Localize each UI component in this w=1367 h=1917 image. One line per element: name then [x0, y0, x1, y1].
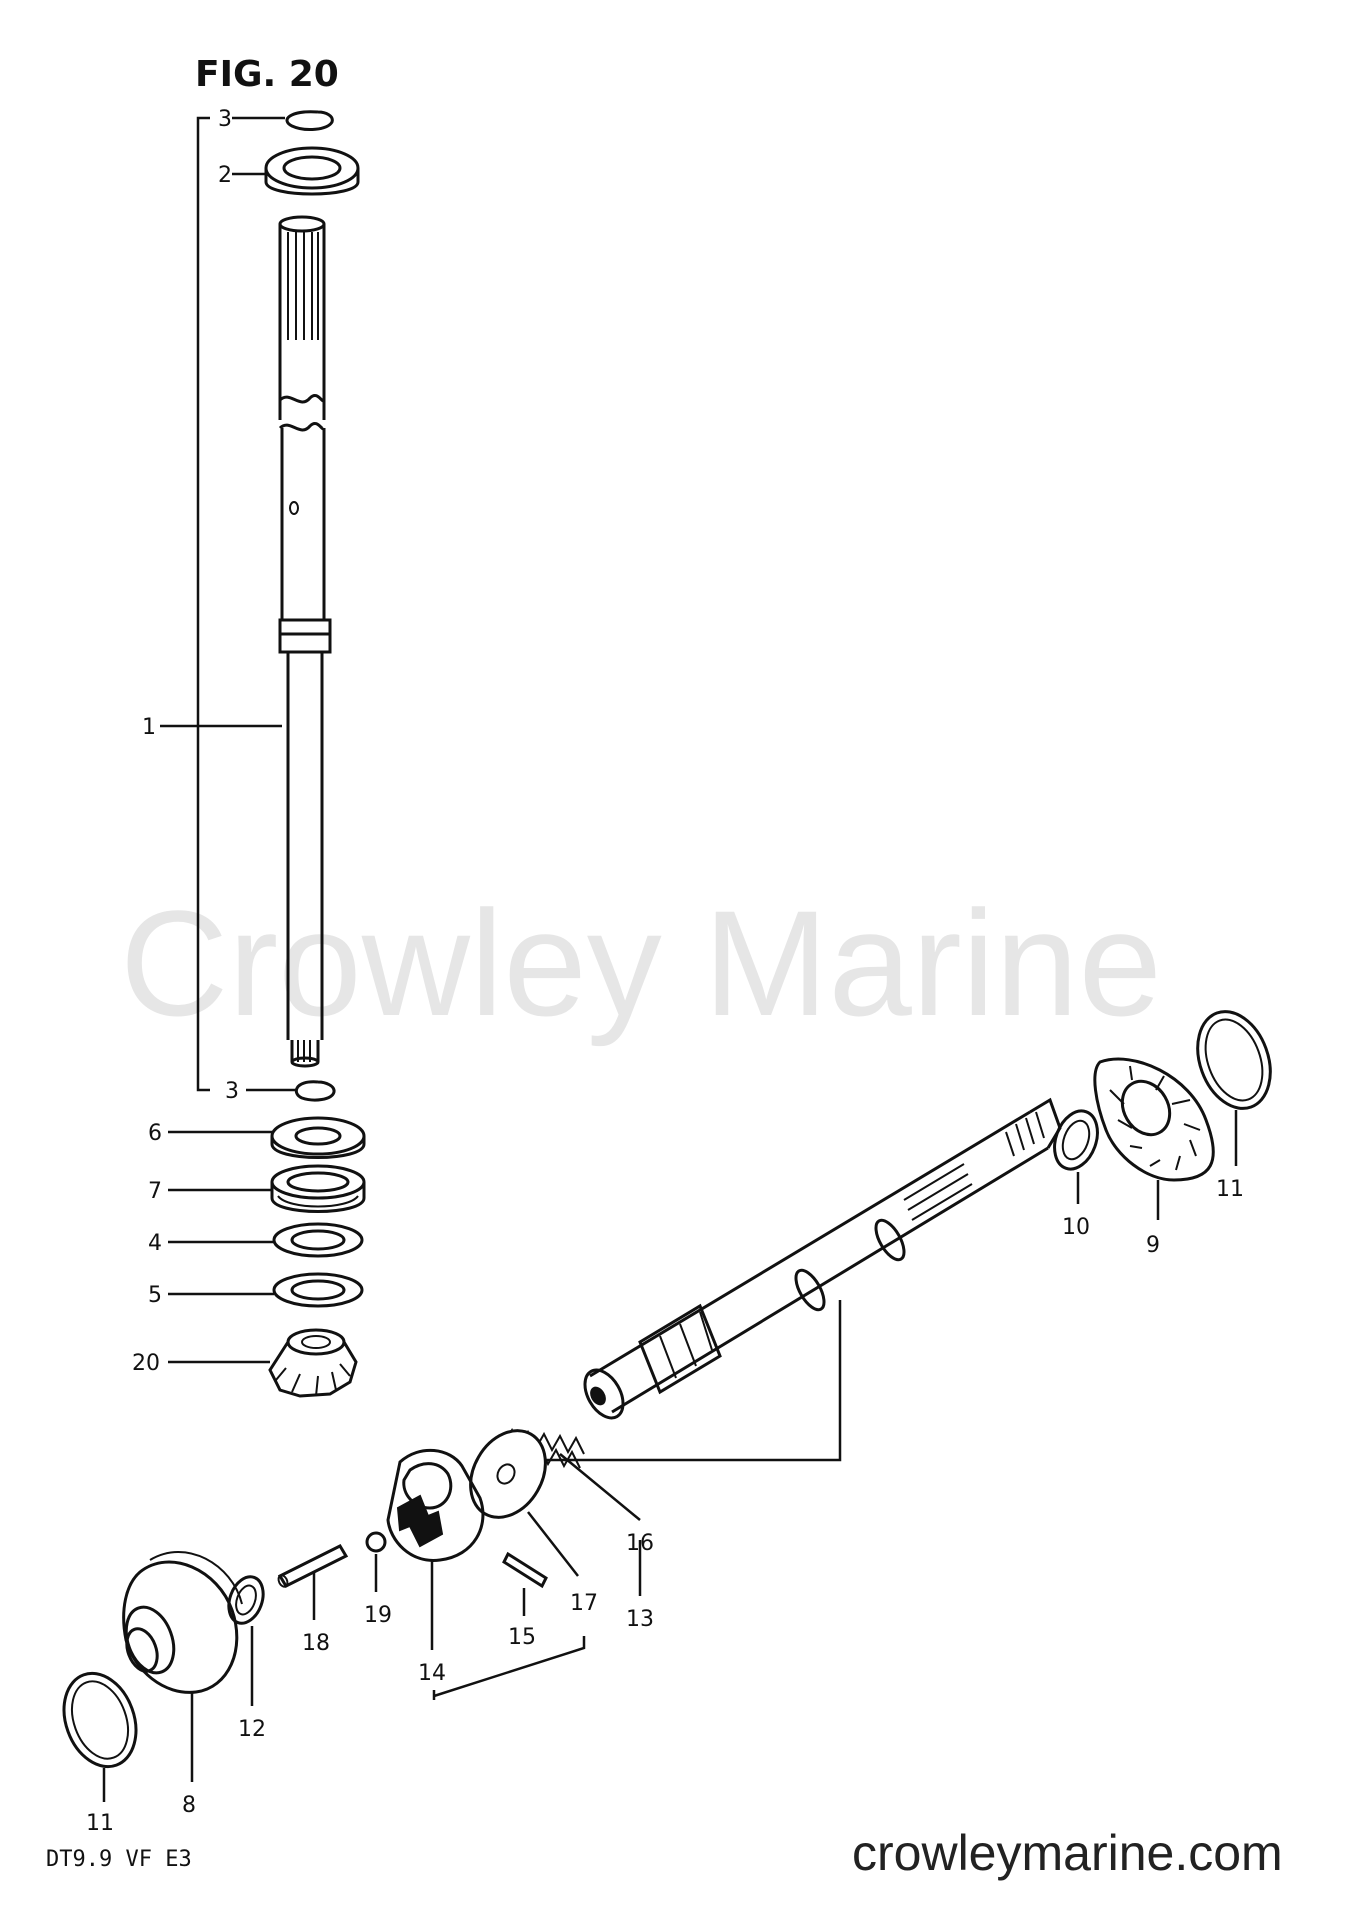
- callout-3-bottom: 3: [225, 1079, 239, 1104]
- part-17-push-plate[interactable]: [456, 1417, 579, 1577]
- callout-9: 9: [1146, 1233, 1160, 1258]
- callout-1: 1: [142, 715, 156, 740]
- callout-3-top: 3: [218, 107, 232, 132]
- watermark: Crowley Marine: [120, 879, 1162, 1047]
- group-bracket: [196, 116, 210, 1092]
- part-10-thrust-washer[interactable]: [1047, 1105, 1105, 1204]
- part-20-pinion-gear[interactable]: [168, 1328, 358, 1398]
- part-8-forward-gear[interactable]: [118, 1550, 243, 1782]
- part-12-thrust-washer[interactable]: [223, 1572, 269, 1706]
- part-15-cross-pin[interactable]: [502, 1551, 548, 1616]
- part-5-shim[interactable]: [168, 1272, 364, 1308]
- callout-6: 6: [148, 1121, 162, 1146]
- callout-18: 18: [302, 1631, 330, 1656]
- part-11-right-shim[interactable]: [1185, 1001, 1283, 1166]
- part-1-drive-shaft[interactable]: [160, 215, 332, 1068]
- part-18-push-rod[interactable]: [277, 1544, 349, 1620]
- callout-16: 16: [626, 1531, 654, 1556]
- callout-12: 12: [238, 1717, 266, 1742]
- part-19-ball[interactable]: [365, 1531, 387, 1592]
- part-13-bracket: [520, 1300, 842, 1462]
- callout-19: 19: [364, 1603, 392, 1628]
- callout-15: 15: [508, 1625, 536, 1650]
- part-14-clutch[interactable]: [386, 1448, 485, 1650]
- part-14-15-bracket: [432, 1636, 586, 1700]
- website-link[interactable]: crowleymarine.com: [852, 1825, 1283, 1881]
- callout-17: 17: [570, 1591, 598, 1616]
- callout-14: 14: [418, 1661, 446, 1686]
- part-3-bottom-circlip[interactable]: [246, 1080, 336, 1102]
- part-2-oil-seal[interactable]: [232, 146, 360, 196]
- part-7-bearing[interactable]: [168, 1164, 366, 1213]
- callout-5: 5: [148, 1283, 162, 1308]
- callout-11-right: 11: [1216, 1177, 1244, 1202]
- callout-7: 7: [148, 1179, 162, 1204]
- part-4-shim[interactable]: [168, 1222, 364, 1258]
- callout-8: 8: [182, 1793, 196, 1818]
- part-11-left-shim[interactable]: [52, 1663, 149, 1802]
- callout-11-left: 11: [86, 1811, 114, 1836]
- part-3-top-circlip[interactable]: [232, 110, 334, 131]
- callout-4: 4: [148, 1231, 162, 1256]
- callout-13: 13: [626, 1607, 654, 1632]
- figure-title: FIG. 20: [195, 54, 339, 95]
- callout-10: 10: [1062, 1215, 1090, 1240]
- propeller-shaft-assembly[interactable]: [577, 1097, 1062, 1425]
- callout-2: 2: [218, 163, 232, 188]
- part-9-reverse-gear[interactable]: [1093, 1057, 1215, 1220]
- callout-20: 20: [132, 1351, 160, 1376]
- model-code: DT9.9 VF E3: [46, 1847, 192, 1872]
- part-6-thrust-washer[interactable]: [168, 1116, 366, 1159]
